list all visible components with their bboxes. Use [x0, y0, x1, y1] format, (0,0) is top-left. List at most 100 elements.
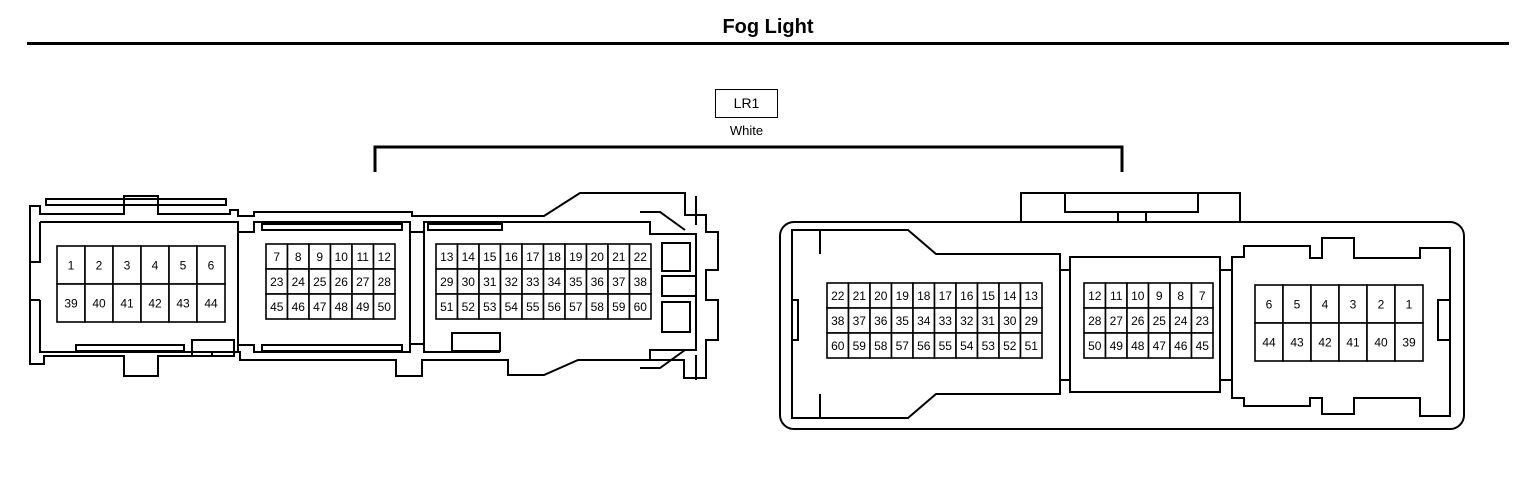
pin-number: 25 — [1153, 314, 1167, 328]
pin-number: 12 — [1088, 289, 1102, 303]
pin-number: 28 — [1088, 314, 1102, 328]
pin-number: 57 — [896, 339, 910, 353]
pin-number: 30 — [462, 275, 476, 289]
pin-number: 37 — [853, 314, 867, 328]
pin-number: 58 — [591, 300, 605, 314]
pin-number: 29 — [440, 275, 454, 289]
pin-number: 4 — [152, 259, 159, 273]
pin-cell — [196, 245, 226, 285]
pin-number: 14 — [462, 250, 476, 264]
pin-number: 37 — [612, 275, 626, 289]
pin-number: 8 — [295, 250, 302, 264]
pin-number: 23 — [1196, 314, 1210, 328]
pin-cell — [1190, 332, 1214, 359]
pin-number: 41 — [1346, 336, 1360, 350]
pin-number: 54 — [960, 339, 974, 353]
pin-number: 26 — [1131, 314, 1145, 328]
connector-bracket — [373, 145, 1124, 172]
pin-number: 43 — [176, 297, 190, 311]
pin-number: 28 — [378, 275, 392, 289]
pin-number: 52 — [462, 300, 476, 314]
pin-number: 38 — [634, 275, 648, 289]
title-divider — [27, 42, 1509, 45]
pin-number: 59 — [612, 300, 626, 314]
pin-number: 22 — [831, 289, 845, 303]
pin-number: 1 — [1406, 298, 1413, 312]
pin-number: 16 — [505, 250, 519, 264]
pin-number: 46 — [292, 300, 306, 314]
pin-number: 16 — [960, 289, 974, 303]
pin-number: 31 — [982, 314, 996, 328]
pin-number: 21 — [612, 250, 626, 264]
pin-number: 33 — [526, 275, 540, 289]
pin-number: 42 — [148, 297, 162, 311]
pin-cell — [56, 283, 86, 323]
pin-number: 13 — [1025, 289, 1039, 303]
pin-cell — [1019, 332, 1043, 359]
pin-number: 55 — [939, 339, 953, 353]
pin-number: 18 — [917, 289, 931, 303]
pin-number: 57 — [569, 300, 583, 314]
pin-number: 11 — [1110, 289, 1123, 303]
pin-cell — [84, 245, 114, 285]
pin-number: 48 — [1131, 339, 1145, 353]
pin-number: 50 — [1088, 339, 1102, 353]
pin-cell — [168, 283, 198, 323]
pin-number: 39 — [1402, 336, 1416, 350]
pin-number: 51 — [440, 300, 454, 314]
pin-cell — [140, 245, 170, 285]
pin-number: 59 — [853, 339, 867, 353]
pin-number: 47 — [1153, 339, 1167, 353]
pin-number: 56 — [917, 339, 931, 353]
pin-number: 25 — [313, 275, 327, 289]
pin-number: 14 — [1003, 289, 1017, 303]
pin-number: 44 — [1262, 336, 1276, 350]
pin-cell — [196, 283, 226, 323]
pin-number: 38 — [831, 314, 845, 328]
pin-number: 11 — [357, 250, 370, 264]
pin-number: 8 — [1177, 289, 1184, 303]
pin-number: 2 — [1378, 298, 1385, 312]
pin-number: 43 — [1290, 336, 1304, 350]
pin-number: 40 — [92, 297, 106, 311]
pin-cell — [1282, 284, 1312, 324]
pin-number: 58 — [874, 339, 888, 353]
pin-number: 40 — [1374, 336, 1388, 350]
pin-number: 26 — [335, 275, 349, 289]
pin-number: 3 — [124, 259, 131, 273]
pin-number: 27 — [1110, 314, 1124, 328]
pin-number: 47 — [313, 300, 327, 314]
pin-cell — [1254, 322, 1284, 362]
pin-number: 53 — [483, 300, 497, 314]
pin-number: 17 — [526, 250, 540, 264]
pin-number: 54 — [505, 300, 519, 314]
pin-number: 9 — [1156, 289, 1163, 303]
pin-cell — [1394, 284, 1424, 324]
pin-number: 49 — [1110, 339, 1124, 353]
pin-number: 42 — [1318, 336, 1332, 350]
pin-number: 6 — [1266, 298, 1273, 312]
pin-cell — [372, 293, 396, 320]
pin-cell — [628, 293, 652, 320]
pin-number: 15 — [483, 250, 497, 264]
pin-number: 46 — [1174, 339, 1188, 353]
pin-number: 10 — [1131, 289, 1145, 303]
pin-number: 36 — [874, 314, 888, 328]
pin-number: 35 — [569, 275, 583, 289]
pin-number: 50 — [378, 300, 392, 314]
pin-number: 29 — [1025, 314, 1039, 328]
page-title: Fog Light — [722, 16, 814, 38]
pin-number: 55 — [526, 300, 540, 314]
pin-number: 12 — [378, 250, 392, 264]
pin-number: 1 — [68, 259, 75, 273]
pin-number: 53 — [982, 339, 996, 353]
pin-number: 4 — [1322, 298, 1329, 312]
pin-number: 19 — [569, 250, 583, 264]
pin-number: 60 — [634, 300, 648, 314]
